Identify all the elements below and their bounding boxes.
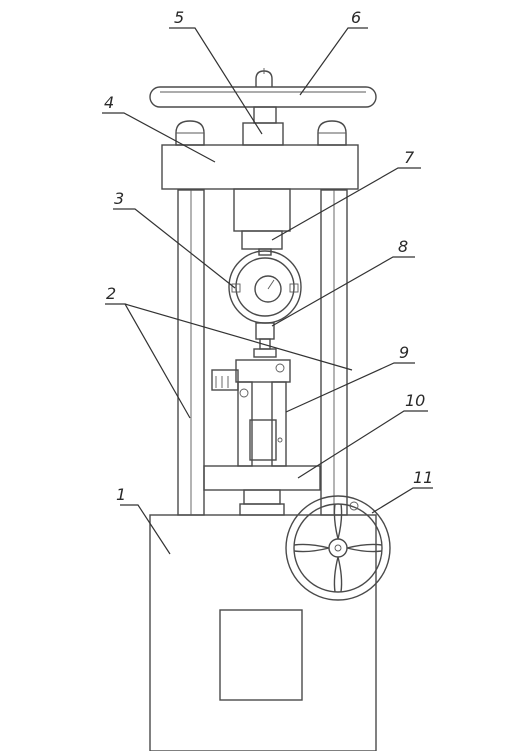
base-housing xyxy=(149,514,377,751)
lower-platform xyxy=(203,465,321,516)
callout-2: 2 xyxy=(106,284,116,303)
top-handwheel xyxy=(149,68,377,108)
spindle xyxy=(242,106,284,146)
cap-nut-left xyxy=(175,120,205,146)
dial-gauge xyxy=(254,275,282,303)
leader-lines xyxy=(102,27,433,555)
callout-4: 4 xyxy=(104,93,114,112)
handwheel-knob xyxy=(349,501,359,511)
callout-1: 1 xyxy=(116,485,126,504)
dynamometer-ring xyxy=(228,248,302,324)
callout-3: 3 xyxy=(114,189,124,208)
cap-nut-right xyxy=(317,120,347,146)
callout-8: 8 xyxy=(398,237,408,256)
callout-6: 6 xyxy=(351,8,361,27)
callout-labels: 1 2 3 4 5 6 7 8 9 10 11 xyxy=(104,8,433,504)
callout-10: 10 xyxy=(405,391,425,410)
upper-clamp xyxy=(233,188,291,250)
callout-5: 5 xyxy=(174,8,184,27)
callout-9: 9 xyxy=(399,343,409,362)
coupling xyxy=(253,322,277,358)
base-access-panel xyxy=(219,609,303,701)
callout-11: 11 xyxy=(413,468,433,487)
side-bracket xyxy=(211,369,239,391)
callout-7: 7 xyxy=(404,148,415,167)
side-handwheel xyxy=(285,495,391,601)
specimen-fixture xyxy=(211,359,291,467)
